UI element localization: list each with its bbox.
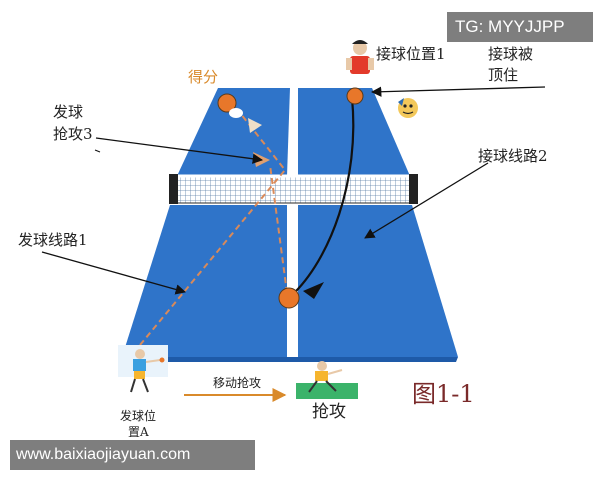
pointer-receive-position <box>370 86 546 97</box>
return-route-line <box>290 97 355 297</box>
label-serve-position-line1: 发球位 <box>120 409 157 423</box>
ball-score <box>217 93 237 113</box>
ball-receive <box>346 87 364 105</box>
attacking-player <box>296 361 358 399</box>
server-player <box>118 345 168 393</box>
label-serve-attack-line1: 发球 <box>53 103 84 121</box>
shuttle-white <box>229 108 243 118</box>
pointer-receive-route <box>364 162 489 239</box>
label-receive-route: 接球线路2 <box>478 147 548 165</box>
attack-route-dashed <box>269 164 288 294</box>
watermark-top: TG: MYYJJPP <box>447 12 593 42</box>
table-edge <box>122 357 458 362</box>
ball-landing <box>278 287 300 309</box>
label-attack: 抢攻 <box>312 402 346 422</box>
net-post-right <box>409 174 418 204</box>
label-receive-position: 接球位置1 <box>376 45 446 63</box>
left-side-guide <box>94 149 101 153</box>
pointer-serve-attack <box>95 137 264 164</box>
receiver-player <box>346 40 374 74</box>
watermark-bottom: www.baixiaojiayuan.com <box>10 440 255 470</box>
pointer-serve-route <box>41 251 187 295</box>
table-near-right <box>298 205 458 357</box>
return-route-arrowhead <box>303 282 324 299</box>
label-receive-blocked-line1: 接球被 <box>488 45 534 63</box>
label-serve-route: 发球线路1 <box>18 231 88 249</box>
net <box>174 175 413 204</box>
label-serve-attack-line2: 抢攻3 <box>53 125 93 143</box>
label-receive-blocked-line2: 顶住 <box>488 66 519 84</box>
blocked-face-icon <box>398 98 418 118</box>
table-near-left <box>122 205 287 357</box>
label-move-attack: 移动抢攻 <box>213 376 262 390</box>
label-serve-position-line2: 置A <box>128 425 149 439</box>
label-score: 得分 <box>188 68 219 86</box>
route-marker-1 <box>248 118 262 133</box>
net-post-left <box>169 174 178 204</box>
figure-caption: 图1-1 <box>412 380 475 408</box>
